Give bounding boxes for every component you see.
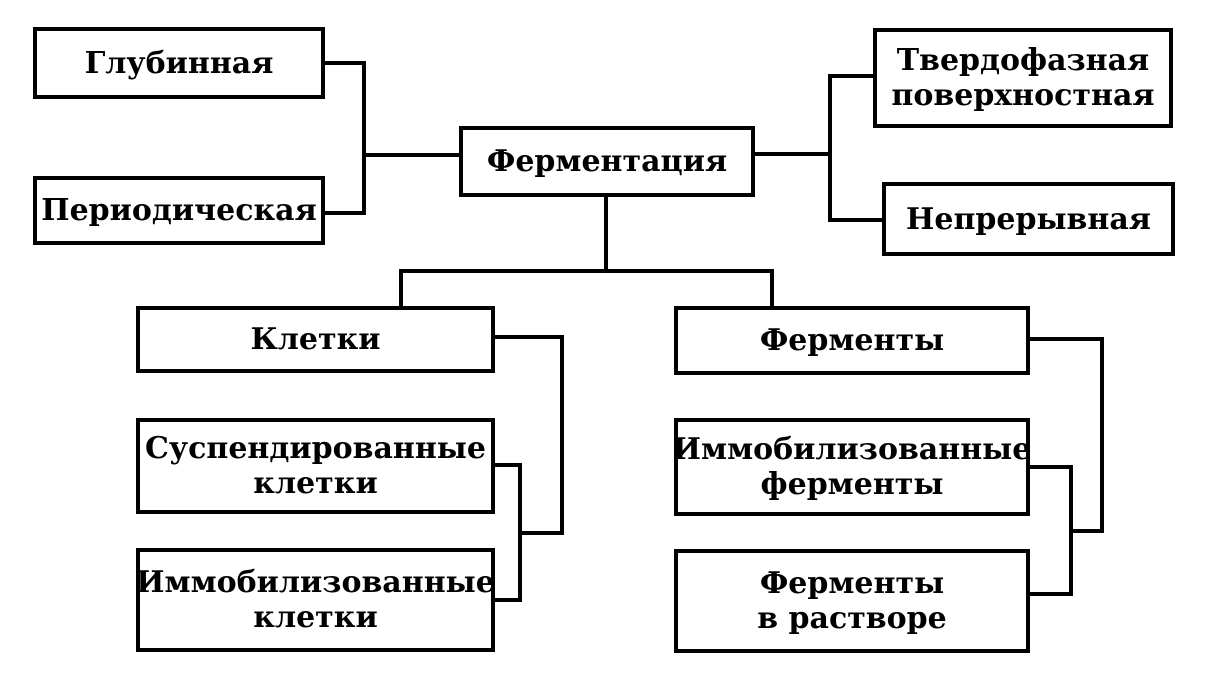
node-immobilized-cells-label-2: клетки [253,600,378,635]
node-fermentation: Ферментация [459,126,755,197]
node-immobilized-enzymes: Иммобилизованные ферменты [672,418,1032,516]
connector-fermentation-continuous [828,152,884,222]
node-immobilized-cells-label-1: Иммобилизованные [136,565,495,600]
node-deep-label: Глубинная [84,45,274,81]
connector-fermentation-deep [323,61,366,157]
connector-enzymes-spine [1028,337,1104,533]
node-continuous-label: Непрерывная [906,201,1151,237]
node-immobilized-enzymes-label-1: Иммобилизованные [672,432,1032,467]
node-solid-surface-label-2: поверхностная [891,78,1155,113]
connector-fermentation-solid-surface [828,74,875,156]
connector-fermentation-periodic [323,153,366,215]
node-periodic-label: Периодическая [41,193,317,228]
node-suspended-cells-label-2: клетки [253,466,378,501]
node-enzymes-in-solution-label-2: в растворе [757,601,947,636]
connector-cells-spine [493,335,564,535]
node-deep: Глубинная [33,27,325,99]
node-cells-label: Клетки [250,322,381,357]
node-continuous: Непрерывная [882,182,1175,256]
node-immobilized-enzymes-label-2: ферменты [760,467,944,502]
node-enzymes-in-solution-label-1: Ферменты [759,566,945,601]
connector-cells-suspended [493,463,522,602]
connector-enzymes-immobilized [1028,465,1073,596]
node-immobilized-cells: Иммобилизованные клетки [136,548,495,652]
node-suspended-cells: Суспендированные клетки [136,418,495,514]
node-solid-surface: Твердофазная поверхностная [873,28,1173,128]
node-cells: Клетки [136,306,495,373]
node-fermentation-label: Ферментация [486,144,728,179]
node-periodic: Периодическая [33,176,325,245]
node-suspended-cells-label-1: Суспендированные [145,431,486,466]
node-enzymes-label: Ферменты [759,323,945,358]
node-solid-surface-label-1: Твердофазная [896,43,1150,78]
node-enzymes-in-solution: Ферменты в растворе [674,549,1030,653]
node-enzymes: Ферменты [674,306,1030,375]
